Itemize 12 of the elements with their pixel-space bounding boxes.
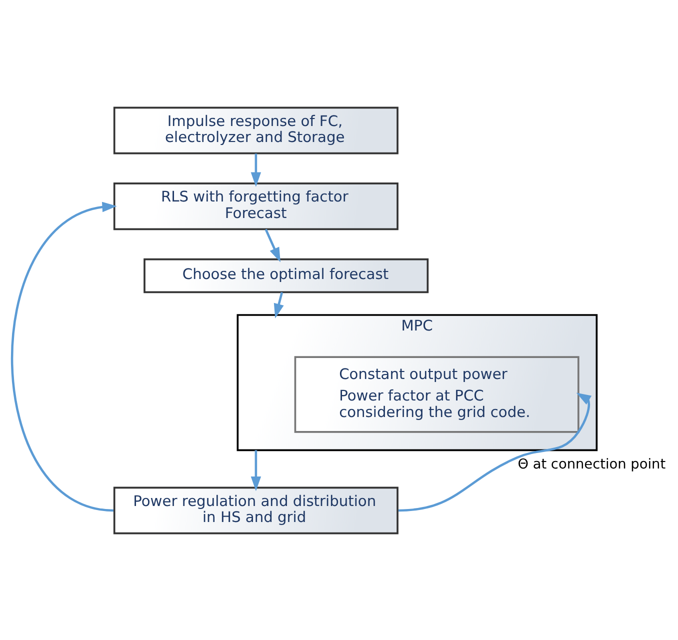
arrow xyxy=(274,292,284,318)
node-box: RLS with forgetting factor Forecast xyxy=(113,182,398,230)
node-box: Choose the optimal forecast xyxy=(144,258,429,293)
arrow xyxy=(250,450,262,491)
node-box: Impulse response of FC, electrolyzer and Storage xyxy=(113,106,398,154)
arrow xyxy=(11,201,117,512)
arrow xyxy=(264,228,280,262)
arrow xyxy=(398,392,592,512)
node-box: Power regulation and distribution in HS and grid xyxy=(113,486,398,534)
node-box: Constant output power Power factor at PCC considering the grid code. xyxy=(294,356,580,432)
arrow xyxy=(250,153,262,186)
edge-label: Θ at connection point xyxy=(518,456,666,472)
